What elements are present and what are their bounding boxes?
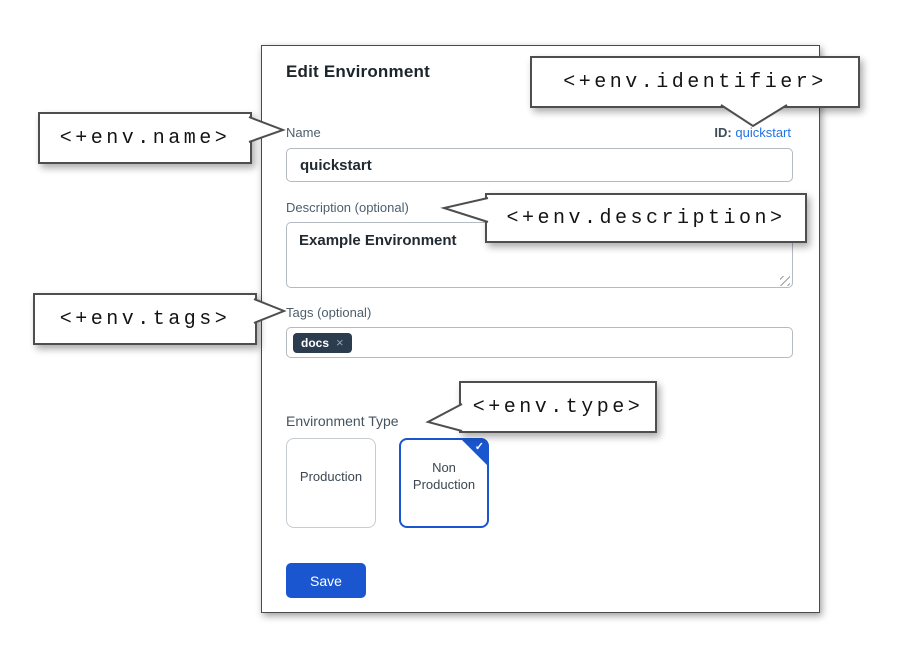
description-label: Description (optional) (286, 200, 409, 215)
name-label: Name (286, 125, 321, 140)
resize-handle-icon[interactable] (780, 276, 790, 286)
tag-chip: docs × (293, 332, 352, 353)
check-icon: ✓ (474, 441, 484, 453)
callout-env-name: <+env.name> (38, 112, 252, 164)
callout-text: <+env.identifier> (563, 70, 827, 94)
tag-remove-icon[interactable]: × (336, 335, 344, 350)
environment-type-label: Environment Type (286, 413, 399, 429)
callout-text: <+env.description> (506, 206, 786, 230)
selected-corner-wedge (460, 438, 488, 466)
type-card-non-production[interactable]: ✓ Non Production (399, 438, 489, 528)
callout-text: <+env.tags> (59, 307, 231, 331)
callout-env-identifier: <+env.identifier> (530, 56, 860, 108)
type-card-label: Production (299, 468, 363, 484)
callout-text: <+env.name> (59, 126, 231, 150)
id-value-link[interactable]: quickstart (735, 125, 791, 140)
name-input[interactable] (286, 148, 793, 182)
save-button[interactable]: Save (286, 563, 366, 598)
environment-type-options: Production ✓ Non Production (286, 438, 489, 528)
id-label: ID: (714, 125, 732, 140)
callout-env-type: <+env.type> (459, 381, 657, 433)
callout-env-description: <+env.description> (485, 193, 807, 243)
type-card-production[interactable]: Production (286, 438, 376, 528)
type-card-label: Non Production (412, 460, 476, 492)
tags-label: Tags (optional) (286, 305, 372, 320)
environment-id: ID: quickstart (714, 125, 791, 140)
dialog-title: Edit Environment (286, 62, 430, 81)
edit-environment-dialog: Edit Environment Name ID: quickstart Des… (261, 45, 820, 613)
callout-env-tags: <+env.tags> (33, 293, 257, 345)
callout-text: <+env.type> (472, 395, 644, 419)
tags-input[interactable]: docs × (286, 327, 793, 358)
tag-chip-text: docs (301, 335, 330, 350)
